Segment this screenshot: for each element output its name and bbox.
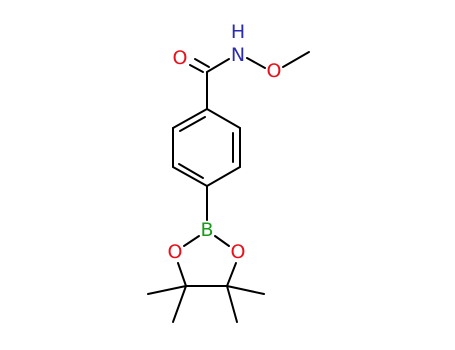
- right-methyl-bond-a: [226, 285, 265, 295]
- carbonyl-double-bond-b: [194, 58, 210, 68]
- boron-to-right-o-bond: [214, 235, 230, 247]
- ring-bond-top-right: [206, 108, 241, 129]
- right-methyl-bond-b: [226, 285, 238, 323]
- amide-hydrogen-label: H: [231, 21, 245, 43]
- carbonyl-oxygen-label: O: [173, 47, 188, 69]
- right-o-to-carbon-bond: [226, 262, 237, 287]
- carbonyl-double-bond-a: [189, 64, 204, 73]
- methoxy-oxygen-label: O: [267, 60, 282, 82]
- ring-bond-bottom-right: [206, 166, 241, 187]
- ring-oxygen-right-label: O: [231, 241, 246, 263]
- ring-oxygen-left-label: O: [168, 241, 183, 263]
- ring-bond-bottom-left: [172, 166, 208, 187]
- carbonyl-to-n-bond: [206, 58, 230, 73]
- boron-label: B: [200, 219, 213, 241]
- left-methyl-bond-b: [172, 285, 187, 323]
- boron-to-left-o-bond: [183, 235, 200, 247]
- amide-nitrogen-label: N: [231, 44, 245, 66]
- left-methyl-bond-a: [147, 285, 187, 295]
- n-to-o-bond: [246, 57, 266, 69]
- ring-bond-top-left: [172, 108, 208, 129]
- ring-double-top-left: [179, 116, 206, 132]
- left-o-to-carbon-bond: [177, 262, 187, 287]
- ring-double-bottom-left: [178, 163, 204, 179]
- amide-group: [189, 51, 310, 110]
- benzene-ring: [172, 108, 241, 187]
- o-to-methyl-bond: [282, 51, 310, 68]
- pinacol-boronate: [147, 185, 265, 323]
